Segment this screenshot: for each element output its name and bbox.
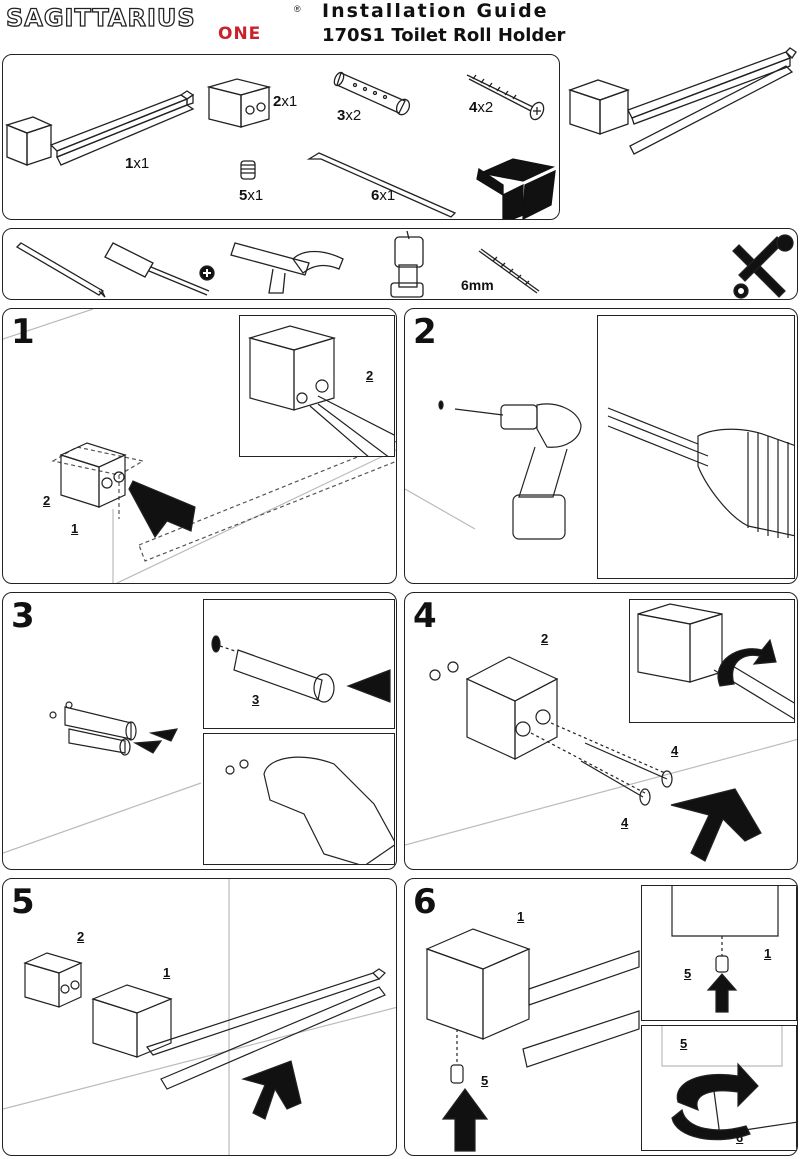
- part-2-cube-drawing: [206, 78, 272, 128]
- parts-panel: 1x1 2x1 3x2 4x2 5x1 6x1: [2, 54, 560, 220]
- step-6-label-holder: 1: [517, 909, 525, 924]
- step-6-detail-inset-top: 1 5: [641, 885, 797, 1021]
- step5-push-arrow: [241, 1060, 302, 1120]
- step-5-label-holder: 1: [163, 965, 171, 980]
- step-6-panel: 6 1 5 1 5 5 6: [404, 878, 798, 1156]
- step3-arrow-1: [148, 728, 179, 742]
- step-3-detail-inset-bottom: [203, 733, 395, 865]
- step-6-detail-label-hexkey: 6: [736, 1130, 744, 1145]
- step4-push-arrow: [670, 788, 762, 862]
- step-1-label-cube: 2: [43, 493, 51, 508]
- drill-with-bit: [454, 403, 582, 540]
- step-5-number: 5: [11, 882, 35, 922]
- step-4-label-screw-upper: 4: [671, 743, 679, 758]
- drill-bit-size-label: 6mm: [461, 277, 494, 293]
- step-2-panel: 2: [404, 308, 798, 584]
- step-6-detail-label-holder: 1: [764, 946, 772, 961]
- step-3-detail-label: 3: [252, 692, 260, 707]
- step4-cube: [465, 656, 559, 760]
- phillips-screwdriver-icon: [104, 242, 210, 296]
- part-6-label: 6x1: [371, 187, 396, 204]
- brand-sub: ONE: [218, 24, 262, 44]
- pencil-icon: [15, 242, 106, 298]
- step-3-panel: 3 3: [2, 592, 397, 870]
- power-drill-icon: [390, 230, 424, 298]
- part-5-grub-screw-drawing: [240, 160, 256, 180]
- step-4-number: 4: [413, 596, 437, 636]
- step6-holder: [425, 928, 640, 1068]
- step-4-detail-inset: [629, 599, 795, 723]
- part-1-holder-drawing: [5, 90, 195, 166]
- step-6-label-grub: 5: [481, 1073, 489, 1088]
- page-title: Installation Guide: [322, 0, 549, 22]
- brand-logo: SAGITTARIUS ® ONE: [5, 3, 306, 44]
- step-4-label-screw-lower: 4: [621, 815, 629, 830]
- hammer-icon: [230, 242, 344, 294]
- step-6-number: 6: [413, 882, 437, 922]
- step5-holder: [91, 968, 386, 1090]
- step-1-label-holder: 1: [71, 521, 79, 536]
- product-subtitle: 170S1 Toilet Roll Holder: [322, 25, 566, 46]
- step-6-detail-label-grub-2: 5: [680, 1036, 688, 1051]
- part-6-hex-key-drawing: [306, 152, 457, 218]
- step-2-number: 2: [413, 312, 437, 352]
- step5-small-cube: [23, 952, 83, 1008]
- tools-panel: 6mm: [2, 228, 798, 300]
- step-3-detail-inset-top: 3: [203, 599, 395, 729]
- part-3-wall-plug-drawing: [333, 71, 411, 116]
- part-3-label: 3x2: [337, 107, 362, 124]
- rotate-clockwise-icon: [676, 1062, 759, 1112]
- step-2-detail-inset: [597, 315, 795, 579]
- assembled-product-illustration: [568, 47, 797, 155]
- step-6-detail-label-grub: 5: [684, 966, 692, 981]
- brand-registered-mark: ®: [294, 4, 301, 14]
- step-6-detail-inset-bottom: 5 6: [641, 1025, 797, 1151]
- brand-name: SAGITTARIUS: [5, 3, 196, 32]
- step-1-detail-inset: 2: [239, 315, 395, 457]
- step-5-label-cube: 2: [77, 929, 85, 944]
- push-arrow: [128, 480, 196, 539]
- box-icon: [476, 158, 556, 219]
- tools-crossed-icon: [732, 234, 794, 299]
- step-1-detail-label: 2: [366, 368, 374, 383]
- step-1-panel: 1 2 1 2: [2, 308, 397, 584]
- drill-bit-icon: [478, 248, 540, 294]
- part-2-label: 2x1: [273, 93, 298, 110]
- step1-cube: [59, 442, 127, 508]
- step-3-number: 3: [11, 596, 35, 636]
- part-1-label: 1x1: [125, 155, 150, 172]
- parts-drawings: [5, 71, 556, 219]
- rotate-arrow-icon: [717, 638, 777, 687]
- part-4-screw-drawing: [466, 74, 545, 121]
- step3-anchors: [49, 701, 137, 756]
- step-4-panel: 4 2 4 4: [404, 592, 798, 870]
- step-1-number: 1: [11, 312, 35, 352]
- step3-arrow-2: [132, 740, 163, 754]
- step-4-label-cube: 2: [541, 631, 549, 646]
- step-5-panel: 5 2 1: [2, 878, 397, 1156]
- step6-up-arrow: [441, 1087, 489, 1152]
- part-4-label: 4x2: [469, 99, 494, 116]
- part-5-label: 5x1: [239, 187, 264, 204]
